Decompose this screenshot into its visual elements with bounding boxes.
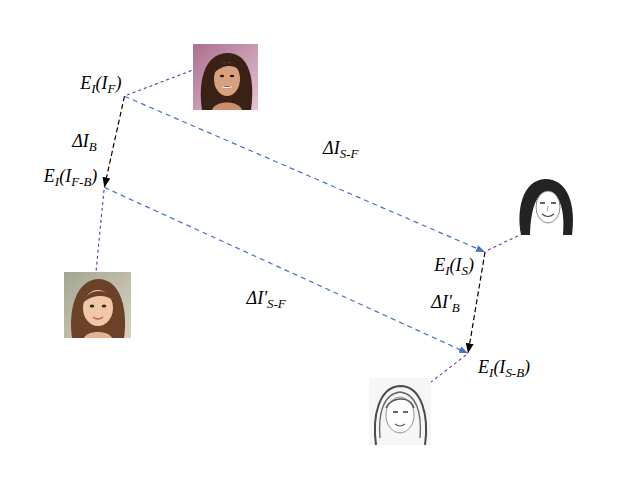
sketch-photo bbox=[369, 378, 431, 445]
sphere-shape bbox=[477, 236, 557, 316]
leader-line bbox=[127, 70, 193, 95]
face-photo bbox=[64, 272, 131, 338]
embedding-label: EI(IF-B) bbox=[44, 166, 97, 187]
sphere-outline bbox=[478, 237, 556, 315]
leader-line bbox=[96, 190, 104, 272]
embedding-label: EI(IS-B) bbox=[478, 357, 530, 378]
latent-sphere: EI(IS-B) bbox=[444, 350, 524, 430]
difference-arrow bbox=[468, 252, 485, 353]
embedding-label: EI(IF) bbox=[80, 73, 121, 94]
difference-arrow bbox=[104, 187, 468, 353]
edge-label: ΔIB bbox=[72, 131, 96, 152]
embedding-label: EI(IS) bbox=[434, 255, 474, 276]
latent-sphere: EI(IS) bbox=[477, 236, 557, 316]
leader-lines bbox=[96, 70, 520, 382]
embedding-point bbox=[482, 248, 489, 255]
leader-line bbox=[488, 235, 520, 250]
face-photo bbox=[193, 44, 258, 110]
edge-label: ΔI'B bbox=[431, 292, 459, 313]
sphere-outline bbox=[111, 88, 189, 166]
sphere-outline bbox=[445, 351, 523, 429]
embedding-point bbox=[101, 184, 108, 191]
sphere-shape bbox=[110, 87, 190, 167]
latent-space-ellipse bbox=[5, 5, 613, 463]
sphere-shape bbox=[78, 185, 158, 265]
latent-sphere: EI(IF) bbox=[110, 87, 190, 167]
sphere-outline bbox=[79, 186, 157, 264]
difference-arrow bbox=[104, 96, 124, 187]
embedding-point bbox=[121, 93, 128, 100]
embedding-point bbox=[465, 350, 472, 357]
difference-arrow bbox=[124, 96, 485, 252]
leader-line bbox=[431, 355, 466, 382]
edge-label: ΔI'S-F bbox=[247, 288, 286, 309]
sketch-photo bbox=[513, 173, 578, 235]
edge-label: ΔIS-F bbox=[323, 138, 358, 159]
latent-sphere: EI(IF-B) bbox=[78, 185, 158, 265]
